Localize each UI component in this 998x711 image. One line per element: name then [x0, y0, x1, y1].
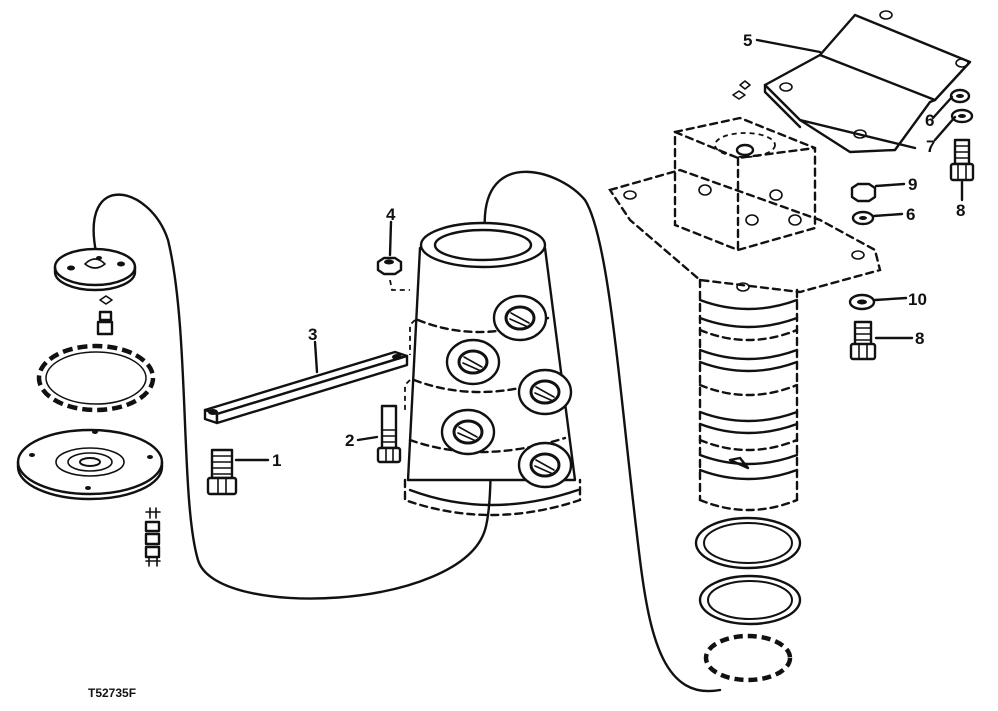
port-2 [445, 338, 501, 386]
connecting-hose-line [92, 170, 722, 693]
callout-8-top: 8 [956, 201, 965, 220]
small-fitting-stack [144, 507, 161, 567]
nut-9 [850, 182, 877, 203]
callout-6-mid: 6 [906, 205, 915, 224]
callout-6-top: 6 [925, 111, 934, 130]
washer-7 [950, 108, 974, 124]
callout-5: 5 [743, 31, 752, 50]
small-fitting-top [96, 295, 114, 336]
link-bar [203, 350, 409, 425]
snap-ring-left [36, 343, 156, 413]
port-4 [440, 408, 496, 456]
port-1 [492, 294, 548, 342]
cap-screw-1 [206, 448, 238, 496]
mounting-bracket [763, 10, 972, 154]
callout-1: 1 [272, 451, 281, 470]
callout-4: 4 [386, 205, 396, 224]
cap-screw-8-lower [849, 320, 877, 361]
callout-10: 10 [908, 290, 927, 309]
lock-washer-6-mid [851, 210, 875, 226]
callout-3: 3 [308, 325, 317, 344]
figure-id: T52735F [88, 686, 136, 700]
bottom-plate-large [16, 428, 164, 501]
callout-9: 9 [908, 175, 917, 194]
callout-8-lower: 8 [915, 329, 924, 348]
center-housing [403, 221, 582, 517]
callout-labels: 1 2 3 4 5 6 7 8 9 6 10 8 [272, 31, 965, 470]
lock-washer-6-top [949, 88, 971, 104]
rotary-manifold [608, 80, 882, 512]
leader-lines [234, 38, 964, 462]
callout-7: 7 [926, 137, 935, 156]
cap-screw-2 [376, 404, 402, 464]
snap-ring-right [703, 633, 793, 683]
callout-2: 2 [345, 431, 354, 450]
top-cover-plate-small [53, 247, 137, 292]
seal-ring-lower [698, 574, 802, 626]
nut-4 [376, 256, 410, 291]
seal-ring-upper [694, 516, 802, 570]
port-3 [517, 368, 573, 416]
washer-10 [848, 293, 876, 311]
cap-screw-8-top [949, 138, 975, 182]
port-5 [517, 441, 573, 489]
